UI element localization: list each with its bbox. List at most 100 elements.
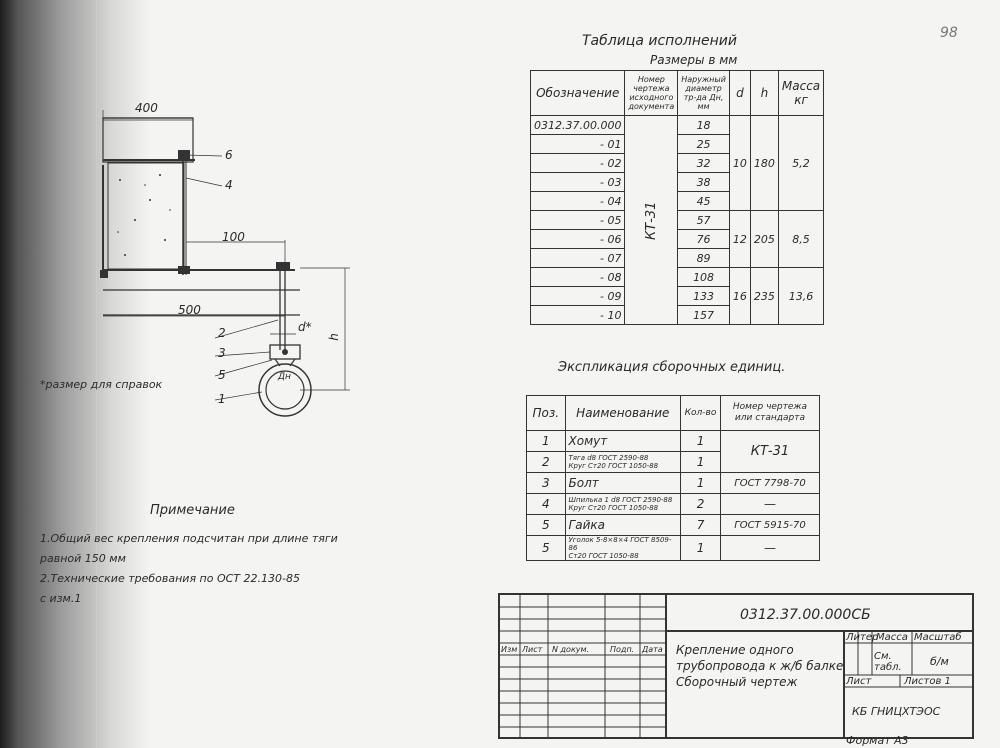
cell-pos: 5 — [526, 514, 566, 536]
cell-pos: 3 — [526, 472, 566, 494]
table-row: - 09 133 — [529, 286, 824, 306]
note-line-3: 2.Технические требования по ОСТ 22.130-8… — [40, 572, 300, 585]
liter-label: Литер — [846, 632, 879, 643]
table-row: 5 Уголок 5-8×8×4 ГОСТ 8509-86 Ст20 ГОСТ … — [526, 535, 821, 561]
cell-d: 12 — [728, 210, 751, 268]
th-qty: Кол-во — [680, 395, 721, 431]
cell-name-sub: Круг Ст20 ГОСТ 1050-88 — [568, 504, 659, 512]
cell-diameter: 45 — [677, 191, 730, 211]
cell-qty: 7 — [680, 514, 721, 536]
cell-designation: - 09 — [529, 286, 626, 306]
th-diameter: Наружный диаметр тр-да Дн, мм — [677, 70, 730, 116]
col-date: Дата — [642, 645, 663, 654]
cell-name-sub: Тяга d8 ГОСТ 2590-88 — [568, 454, 649, 462]
table-row: - 07 89 — [529, 248, 824, 268]
table-row: 0312.37.00.000 КТ-31 18 10 180 5,2 — [529, 115, 825, 325]
cell-pos: 5 — [526, 535, 566, 561]
binding-shadow — [0, 0, 150, 748]
cell-designation: - 07 — [529, 248, 626, 268]
dim-d: d* — [298, 320, 312, 334]
note-line-1: 1.Общий вес крепления подсчитан при длин… — [40, 532, 338, 545]
table-row: 4 Шпилька 1 d8 ГОСТ 2590-88 Круг Ст20 ГО… — [526, 493, 821, 515]
cell-designation: - 04 — [529, 191, 626, 211]
th-mass: Масса кг — [777, 70, 825, 116]
parts-table: Поз. Наименование Кол-во Номер чертежа и… — [526, 395, 821, 561]
cell-name: Болт — [564, 472, 682, 494]
cell-h: 205 — [749, 210, 779, 268]
th-name: Наименование — [564, 395, 682, 431]
cell-h: 235 — [749, 267, 779, 325]
cell-diameter: 38 — [677, 172, 730, 192]
parts-header-row: Поз. Наименование Кол-во Номер чертежа и… — [526, 395, 821, 431]
perf-header-row: Обозначение Номер чертежа исходного доку… — [529, 70, 825, 116]
cell-diameter: 32 — [677, 153, 730, 173]
cell-h: 180 — [749, 115, 779, 211]
cell-diameter: 25 — [677, 134, 730, 154]
cell-designation: - 08 — [529, 267, 626, 287]
col-list: Лист — [522, 645, 543, 654]
cell-designation: - 05 — [529, 210, 626, 230]
cell-std: ГОСТ 5915-70 — [719, 514, 821, 536]
cell-qty: 1 — [680, 430, 721, 452]
title-line-3: Сборочный чертеж — [676, 675, 798, 689]
col-doc-no: N докум. — [552, 645, 590, 654]
table-row: - 02 32 — [529, 153, 824, 173]
cell-name-sub: Круг Ст20 ГОСТ 1050-88 — [568, 462, 659, 470]
cell-name-sub: Ст20 ГОСТ 1050-88 — [568, 552, 639, 560]
cell-diameter: 89 — [677, 248, 730, 268]
cell-mass: 8,5 — [777, 210, 825, 268]
cell-name: Гайка — [564, 514, 682, 536]
th-std: Номер чертежа или стандарта — [719, 395, 821, 431]
callout-2: 2 — [218, 326, 226, 340]
org-name: КБ ГНИЦХТЭОС — [852, 705, 941, 718]
cell-mass: 13,6 — [777, 267, 825, 325]
callout-3: 3 — [218, 346, 226, 360]
cell-designation: - 01 — [529, 134, 626, 154]
th-designation: Обозначение — [529, 70, 626, 116]
cell-diameter: 76 — [677, 229, 730, 249]
cell-source-doc: КТ-31 — [624, 115, 678, 325]
cell-designation: 0312.37.00.000 — [529, 115, 626, 135]
cell-pos: 4 — [526, 493, 566, 515]
perf-table-subtitle: Размеры в мм — [650, 53, 738, 67]
cell-diameter: 18 — [677, 115, 730, 135]
cell-designation: - 06 — [529, 229, 626, 249]
dim-500: 500 — [178, 303, 201, 317]
sheet-edge — [96, 0, 1000, 748]
cell-name-sub: Шпилька 1 d8 ГОСТ 2590-88 — [568, 496, 673, 504]
doc-code: 0312.37.00.000СБ — [740, 607, 871, 623]
sheets-label: Листов 1 — [904, 676, 951, 687]
th-drawing-no: Номер чертежа исходного документа — [624, 70, 679, 116]
parts-table-title: Экспликация сборочных единиц. — [558, 360, 786, 375]
dim-dn: Дн — [278, 372, 291, 382]
mass-label: Масса — [876, 632, 908, 643]
cell-qty: 2 — [680, 493, 721, 515]
cell-qty: 1 — [680, 535, 721, 561]
th-h: h — [749, 70, 779, 116]
col-sign: Подп. — [610, 645, 635, 654]
scale-label: Масштаб — [914, 632, 962, 643]
cell-mass: 5,2 — [777, 115, 825, 211]
table-row: 3 Болт 1 ГОСТ 7798-70 — [526, 472, 821, 494]
table-row: - 05 57 12 205 8,5 — [529, 210, 825, 268]
callout-5: 5 — [218, 368, 226, 382]
table-row: 5 Гайка 7 ГОСТ 5915-70 — [526, 514, 821, 536]
title-line-1: Крепление одного — [676, 643, 794, 657]
th-pos: Поз. — [526, 395, 566, 431]
cell-designation: - 02 — [529, 153, 626, 173]
dim-h: h — [326, 333, 341, 341]
cell-diameter: 133 — [677, 286, 730, 306]
cell-d: 16 — [728, 267, 751, 325]
sheet-label: Лист — [846, 676, 872, 687]
table-row: 1 Хомут 1 КТ-31 — [526, 430, 821, 473]
title-line-2: трубопровода к ж/б балке — [676, 659, 844, 673]
cell-diameter: 108 — [677, 267, 730, 287]
cell-std: — — [719, 535, 821, 561]
dim-100: 100 — [222, 230, 245, 244]
cell-name: Хомут — [564, 430, 682, 452]
cell-std: ГОСТ 7798-70 — [719, 472, 821, 494]
title-block-grid — [500, 595, 972, 737]
cell-diameter: 157 — [677, 305, 730, 325]
scale-value: б/м — [930, 655, 949, 668]
